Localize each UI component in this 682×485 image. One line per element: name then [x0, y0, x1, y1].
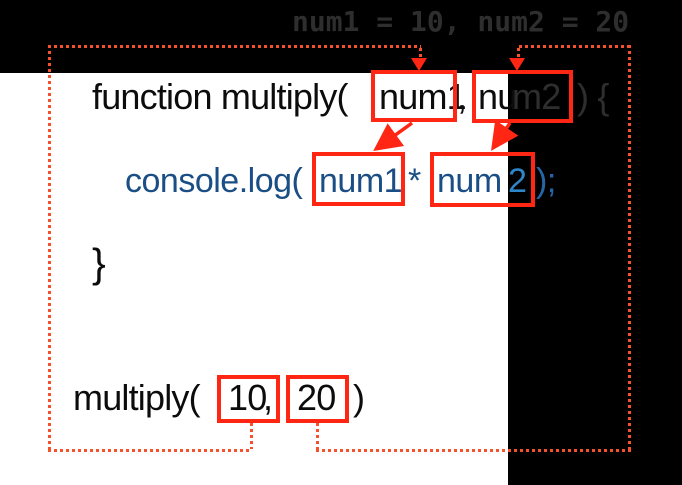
dotted-arrow-stub-num2 [517, 48, 520, 60]
dotted-line-bottom-right [316, 449, 631, 452]
param-num2-hidden-text: m2 [512, 76, 561, 117]
dotted-arrow-stub-num1 [419, 48, 422, 60]
memory-values-label: num1 = 10, num2 = 20 [292, 5, 630, 38]
dotted-line-top-right [519, 45, 629, 48]
value-10-text: 10 [228, 377, 267, 418]
value-20-box [286, 375, 349, 423]
arg-num2-hidden-text: 2 [508, 162, 527, 200]
param-num1-box [371, 70, 457, 122]
console-log-close: ); [536, 162, 556, 200]
param-num2-box [472, 70, 573, 123]
dotted-line-top-left [48, 45, 421, 48]
param-to-arg-arrow-num1 [373, 121, 414, 152]
multiply-operator: * [408, 162, 421, 200]
closing-brace: } [92, 240, 106, 286]
dotted-line-bottom-left [48, 449, 250, 452]
param-num2-visible-text: nu [478, 76, 517, 117]
arg-num2-box [430, 152, 535, 207]
signature-close-brace: ) { [577, 76, 609, 117]
arg-num2-visible-text: num [437, 162, 502, 200]
call-comma: , [263, 377, 273, 418]
value-20-text: 20 [297, 377, 336, 418]
arg-num1-text: num1 [319, 162, 403, 200]
value-10-box [217, 375, 280, 423]
call-close-paren: ) [353, 377, 365, 418]
dotted-stub-value-20 [316, 423, 319, 449]
right-black-panel [508, 0, 682, 485]
signature-comma: , [457, 76, 467, 117]
function-signature-prefix: function multiply( [92, 76, 349, 117]
console-log-prefix: console.log( [125, 162, 303, 200]
dotted-line-left [48, 45, 51, 451]
dotted-line-right [628, 45, 631, 452]
arg-num1-box [312, 152, 405, 206]
param-num1-text: num1 [379, 76, 467, 117]
dotted-stub-value-10 [250, 423, 253, 449]
call-prefix: multiply( [73, 377, 201, 418]
